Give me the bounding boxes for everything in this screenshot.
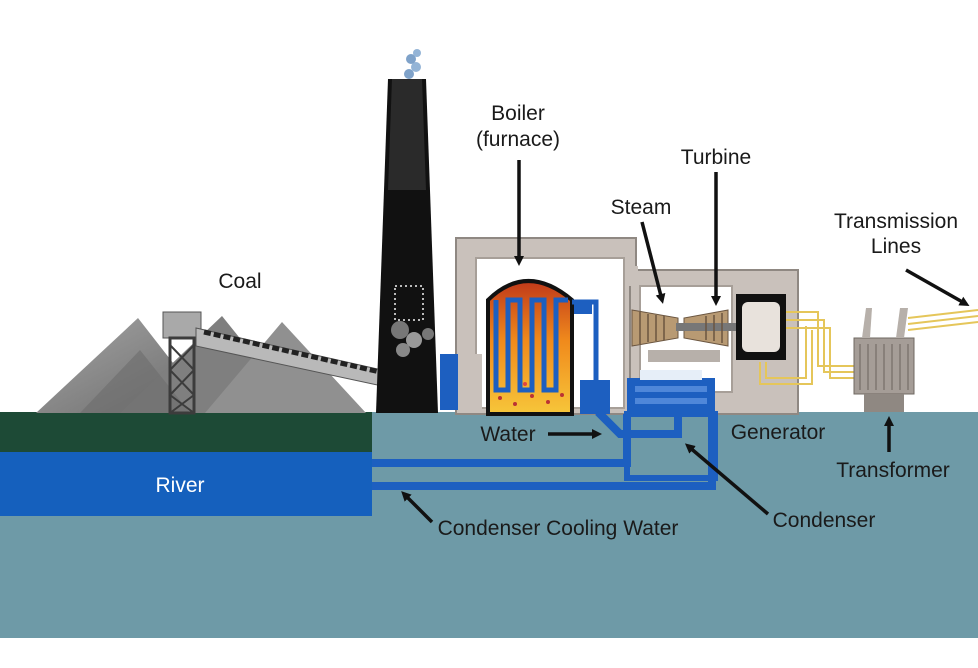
conveyor-tower bbox=[162, 311, 202, 415]
power-wires bbox=[759, 309, 978, 385]
label-coal: Coal bbox=[218, 270, 261, 293]
condenser-arrow bbox=[684, 443, 770, 516]
coal-piles bbox=[36, 316, 366, 413]
smoke-puff bbox=[404, 49, 421, 79]
label-transmission: Transmission bbox=[834, 210, 958, 233]
label-boiler: Boiler bbox=[491, 102, 545, 125]
label-condenser: Condenser bbox=[773, 509, 876, 532]
boiler-embers bbox=[498, 382, 564, 406]
label-steam: Steam bbox=[611, 196, 672, 219]
label-turbine: Turbine bbox=[681, 146, 751, 169]
grass-bank bbox=[0, 412, 372, 452]
transmission-arrow bbox=[905, 268, 970, 306]
conveyor-belt bbox=[195, 327, 383, 387]
smokestack bbox=[376, 79, 438, 413]
steam-turbine bbox=[631, 309, 746, 362]
cooling-water-pipes bbox=[372, 409, 718, 490]
cooling-water-arrow bbox=[401, 491, 434, 524]
steam-arrow bbox=[640, 221, 666, 304]
transformer bbox=[853, 308, 915, 412]
label-water: Water bbox=[480, 423, 535, 446]
label-river: River bbox=[155, 474, 204, 497]
label-transformer: Transformer bbox=[836, 459, 950, 482]
label-condenser-cooling-water: Condenser Cooling Water bbox=[438, 517, 679, 540]
river bbox=[0, 452, 372, 516]
label-generator: Generator bbox=[731, 421, 826, 444]
generator bbox=[736, 294, 786, 360]
label-transmission-lines: Lines bbox=[871, 235, 921, 258]
condenser bbox=[580, 370, 715, 416]
boiler bbox=[440, 279, 599, 416]
label-boiler-furnace: (furnace) bbox=[476, 128, 560, 151]
